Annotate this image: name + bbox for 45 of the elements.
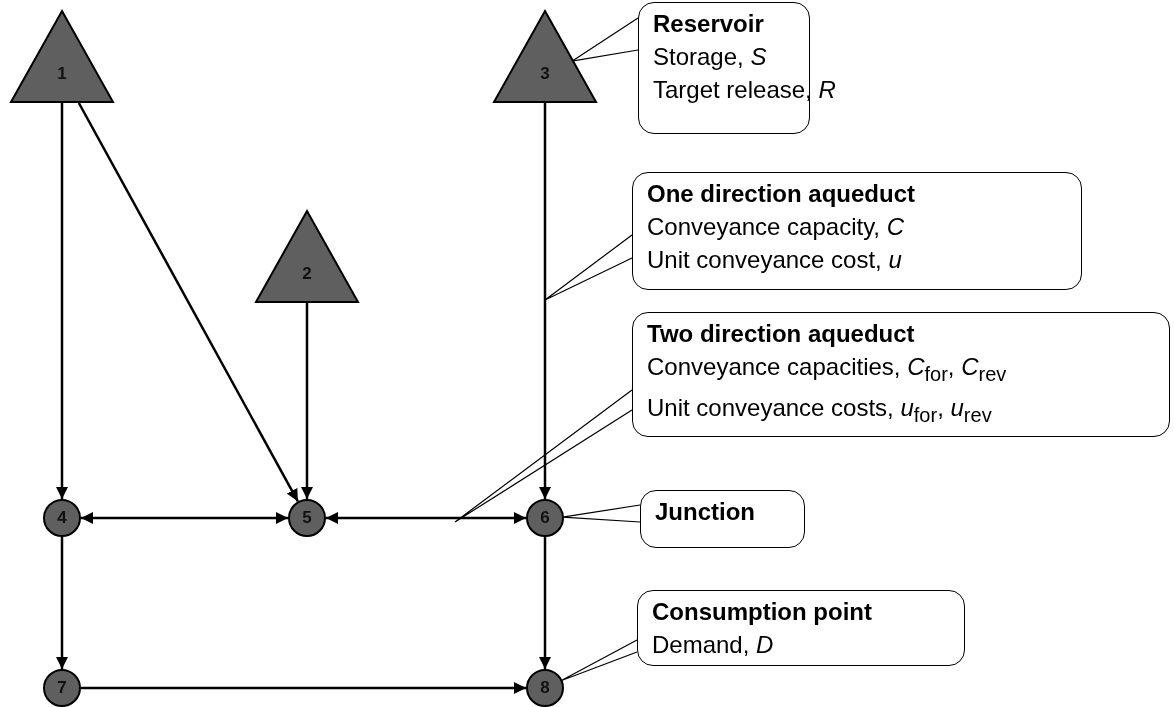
arrow xyxy=(77,102,299,502)
callout-heading: Junction xyxy=(655,497,755,527)
callout-text: Storage, S xyxy=(653,42,767,72)
junction-circle xyxy=(43,499,81,537)
node-number: 7 xyxy=(56,678,68,698)
leader-line xyxy=(544,234,633,301)
callout-box xyxy=(632,172,1082,290)
node-number: 5 xyxy=(301,508,313,528)
callout-heading: Two direction aqueduct xyxy=(647,319,915,349)
node-number: 8 xyxy=(539,678,551,698)
leader-line xyxy=(571,17,639,62)
node-number: 2 xyxy=(301,263,313,284)
junction-circle xyxy=(43,669,81,707)
callout-box xyxy=(632,312,1170,437)
callout-box xyxy=(637,590,965,666)
node-number: 3 xyxy=(539,63,551,84)
callout-text: Unit conveyance costs, u$_{for}$, u$_{rev}$ xyxy=(647,392,992,428)
node-number: 6 xyxy=(539,508,551,528)
arrow xyxy=(56,537,68,669)
reservoir-triangle xyxy=(493,10,597,103)
callout-text: Conveyance capacities, C$_{for}$, C$_{rev}$ xyxy=(647,352,1007,387)
callout-text: Demand, D xyxy=(652,630,774,660)
callout-text: Target release, R xyxy=(653,75,836,105)
arrow xyxy=(301,303,313,499)
reservoir-triangle xyxy=(10,10,114,103)
arrow xyxy=(326,512,526,524)
callout-heading: Reservoir xyxy=(653,9,764,39)
callout-text: Unit conveyance cost, u xyxy=(647,245,902,275)
callout-box xyxy=(640,490,805,548)
callout-heading: Consumption point xyxy=(652,597,872,627)
arrow xyxy=(539,537,551,669)
node-number: 1 xyxy=(56,63,68,84)
arrow xyxy=(81,682,526,694)
callout-heading: One direction aqueduct xyxy=(647,179,916,209)
reservoir-triangle xyxy=(255,210,359,303)
arrow xyxy=(56,103,68,499)
callout-text: Conveyance capacity, C xyxy=(647,212,905,242)
leader-line xyxy=(560,639,638,682)
junction-circle xyxy=(526,669,564,707)
leader-line xyxy=(454,389,633,523)
arrow xyxy=(539,103,551,499)
junction-circle xyxy=(288,499,326,537)
node-number: 4 xyxy=(56,508,68,528)
junction-circle xyxy=(526,499,564,537)
arrow xyxy=(81,512,288,524)
